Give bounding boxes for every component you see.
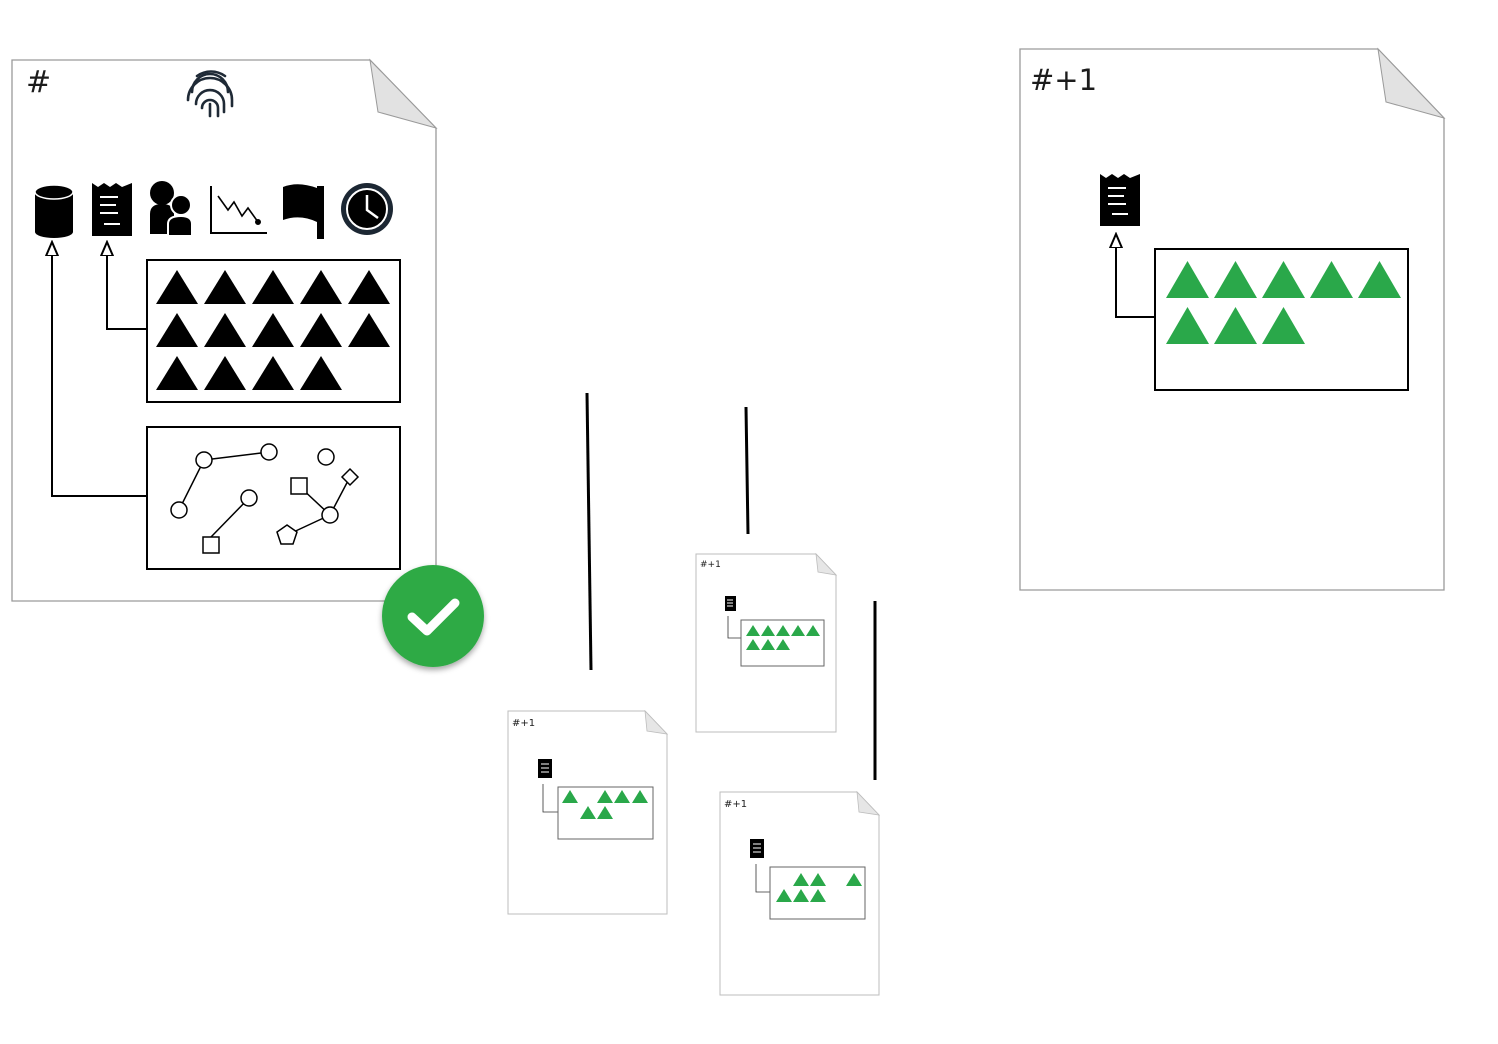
- users-icon: [150, 181, 193, 237]
- database-connector: [52, 248, 147, 497]
- triangle-set: [776, 873, 862, 902]
- triangle-mark: [156, 356, 198, 390]
- triangle-mark: [1214, 307, 1257, 344]
- graph-node: [317, 448, 335, 466]
- small-document-label: #+1: [700, 560, 721, 570]
- triangle-mark: [204, 356, 246, 390]
- main-document-label: #: [26, 65, 51, 100]
- triangle-mark: [1166, 307, 1209, 344]
- triangle-set: [156, 270, 390, 390]
- receipt-icon: [725, 596, 736, 611]
- graph-node: [321, 506, 339, 524]
- big-document: #+1: [1019, 47, 1446, 591]
- small-document: #+1: [719, 790, 881, 996]
- triangle-mark: [204, 313, 246, 347]
- triangle-mark: [156, 270, 198, 304]
- triangle-set: [1166, 261, 1401, 344]
- triangle-mark: [1358, 261, 1401, 298]
- node-graph: [170, 443, 360, 554]
- connector-lines: [585, 392, 877, 780]
- triangle-set: [746, 625, 820, 650]
- triangle-mark: [1262, 307, 1305, 344]
- receipt-icon: [538, 759, 552, 778]
- receipt-connector: [107, 248, 147, 330]
- clock-icon: [341, 183, 393, 235]
- small-document-label: #+1: [724, 799, 747, 810]
- triangle-mark: [1214, 261, 1257, 298]
- triangle-mark: [1310, 261, 1353, 298]
- main-document: #: [11, 58, 484, 667]
- graph-node: [260, 443, 278, 461]
- triangle-mark: [348, 313, 390, 347]
- graph-node: [195, 451, 213, 469]
- triangle-mark: [300, 270, 342, 304]
- receipt-icon: [1100, 174, 1140, 226]
- triangle-mark: [1262, 261, 1305, 298]
- triangle-mark: [252, 313, 294, 347]
- triangle-set: [562, 790, 648, 819]
- receipt-icon: [92, 183, 132, 236]
- triangle-mark: [156, 313, 198, 347]
- small-document-label: #+1: [512, 718, 535, 729]
- database-icon: [34, 184, 74, 238]
- small-document: #+1: [695, 552, 838, 733]
- check-badge-icon: [382, 565, 484, 667]
- triangle-mark: [204, 270, 246, 304]
- big-document-label: #+1: [1030, 63, 1097, 97]
- graph-node: [276, 524, 298, 545]
- triangle-mark: [252, 356, 294, 390]
- triangle-mark: [348, 270, 390, 304]
- receipt-icon: [750, 839, 764, 858]
- trend-down-icon: [210, 186, 267, 234]
- triangle-mark: [300, 356, 342, 390]
- graph-node: [340, 467, 360, 487]
- triangle-mark: [1166, 261, 1209, 298]
- small-document: #+1: [507, 709, 669, 915]
- triangle-mark: [300, 313, 342, 347]
- fingerprint-icon: [186, 70, 234, 118]
- graph-node: [290, 477, 308, 495]
- graph-node: [170, 501, 188, 519]
- flag-icon: [283, 184, 324, 239]
- graph-node: [240, 489, 258, 507]
- triangle-mark: [252, 270, 294, 304]
- receipt-connector: [1116, 240, 1155, 318]
- graph-node: [202, 536, 220, 554]
